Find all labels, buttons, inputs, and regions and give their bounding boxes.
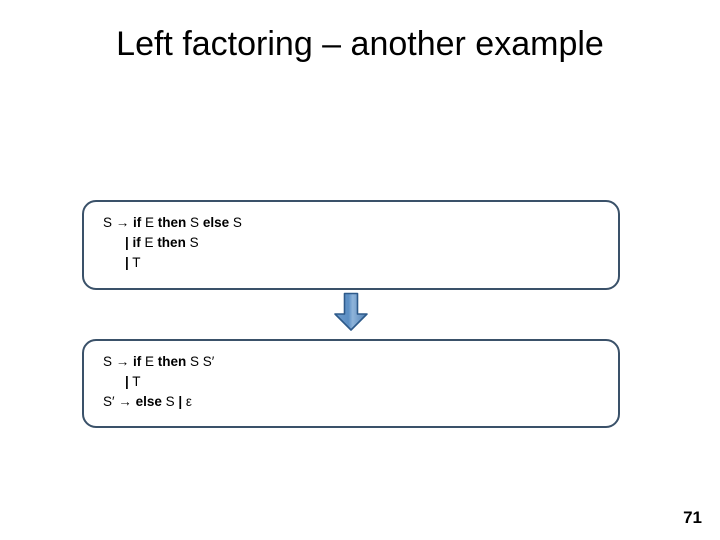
- grammar-symbol: →: [115, 354, 130, 369]
- grammar-keyword: if: [133, 354, 142, 369]
- grammar-line: S → if E then S else S: [103, 213, 242, 233]
- grammar-keyword: |: [125, 235, 129, 250]
- grammar-symbol: ε: [182, 394, 192, 409]
- grammar-keyword: then: [157, 235, 186, 250]
- grammar-symbol: S: [229, 215, 242, 230]
- grammar-symbol: S: [185, 235, 199, 250]
- grammar-symbol: T: [128, 374, 141, 389]
- grammar-line: | T: [103, 253, 242, 273]
- page-title: Left factoring – another example: [116, 25, 604, 63]
- grammar-symbol: S: [103, 354, 116, 369]
- grammar-symbol: S S′: [186, 354, 215, 369]
- grammar-text-before: S → if E then S else S| if E then S| T: [103, 213, 242, 273]
- grammar-symbol: S: [161, 394, 179, 409]
- grammar-keyword: |: [178, 394, 183, 409]
- grammar-symbol: →: [115, 215, 130, 230]
- grammar-symbol: S: [103, 215, 116, 230]
- grammar-symbol: E: [141, 354, 158, 369]
- grammar-keyword: else: [135, 394, 162, 409]
- grammar-symbol: S: [186, 215, 203, 230]
- grammar-line: | T: [103, 372, 214, 392]
- grammar-symbol: E: [141, 215, 158, 230]
- grammar-keyword: |: [125, 374, 129, 389]
- grammar-symbol: E: [140, 235, 158, 250]
- down-arrow-svg: [334, 292, 368, 331]
- page-number: 71: [683, 508, 702, 527]
- grammar-line: | if E then S: [103, 233, 242, 253]
- grammar-symbol: T: [128, 255, 141, 270]
- grammar-keyword: if: [132, 235, 141, 250]
- grammar-keyword: then: [157, 215, 187, 230]
- grammar-symbol: S′: [103, 394, 119, 409]
- grammar-line: S → if E then S S′: [103, 352, 214, 372]
- down-arrow-icon: [331, 292, 371, 332]
- grammar-keyword: then: [157, 354, 187, 369]
- grammar-line: S′ → else S | ε: [103, 392, 214, 412]
- grammar-keyword: |: [125, 255, 129, 270]
- grammar-keyword: else: [202, 215, 230, 230]
- grammar-keyword: if: [133, 215, 142, 230]
- grammar-box-before: S → if E then S else S| if E then S| T: [82, 200, 620, 290]
- grammar-symbol: →: [118, 394, 132, 409]
